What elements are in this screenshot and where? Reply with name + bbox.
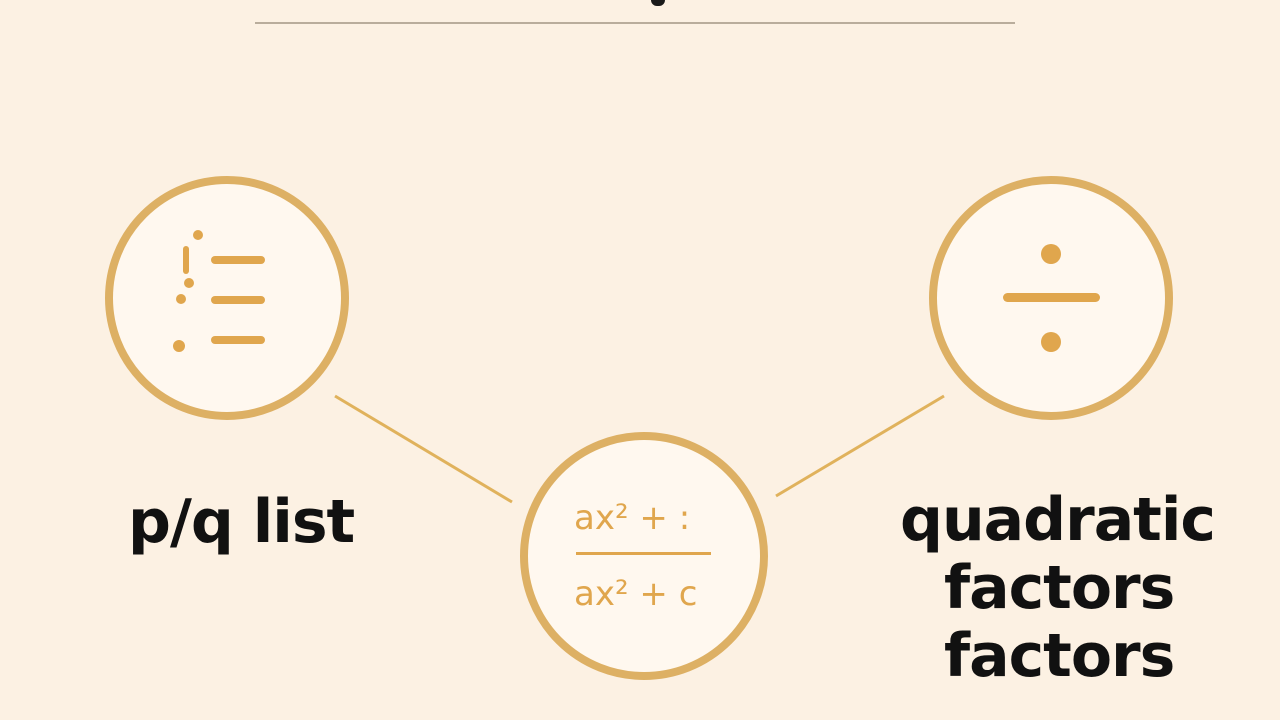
label-pq-list: p/q list xyxy=(128,487,355,557)
fraction-denominator: ax² + c xyxy=(574,574,697,614)
fraction-icon: ax² + : ax² + c xyxy=(574,498,711,614)
connector-left xyxy=(334,394,513,504)
label-line-2: factors xyxy=(944,553,1175,623)
division-icon xyxy=(1003,244,1100,352)
fraction-numerator: ax² + : xyxy=(574,498,690,538)
title-divider xyxy=(255,22,1015,24)
list-icon xyxy=(173,230,265,352)
node-center: ax² + : ax² + c xyxy=(520,432,768,680)
label-quadratic-factors: quadratic factors factors xyxy=(900,486,1230,690)
connector-right xyxy=(775,394,945,498)
title-fragment xyxy=(625,0,685,8)
node-left xyxy=(105,176,349,420)
label-line-1: quadratic xyxy=(900,485,1216,555)
node-right xyxy=(929,176,1173,420)
fraction-bar xyxy=(576,552,711,555)
label-line-3: factors xyxy=(944,621,1175,691)
